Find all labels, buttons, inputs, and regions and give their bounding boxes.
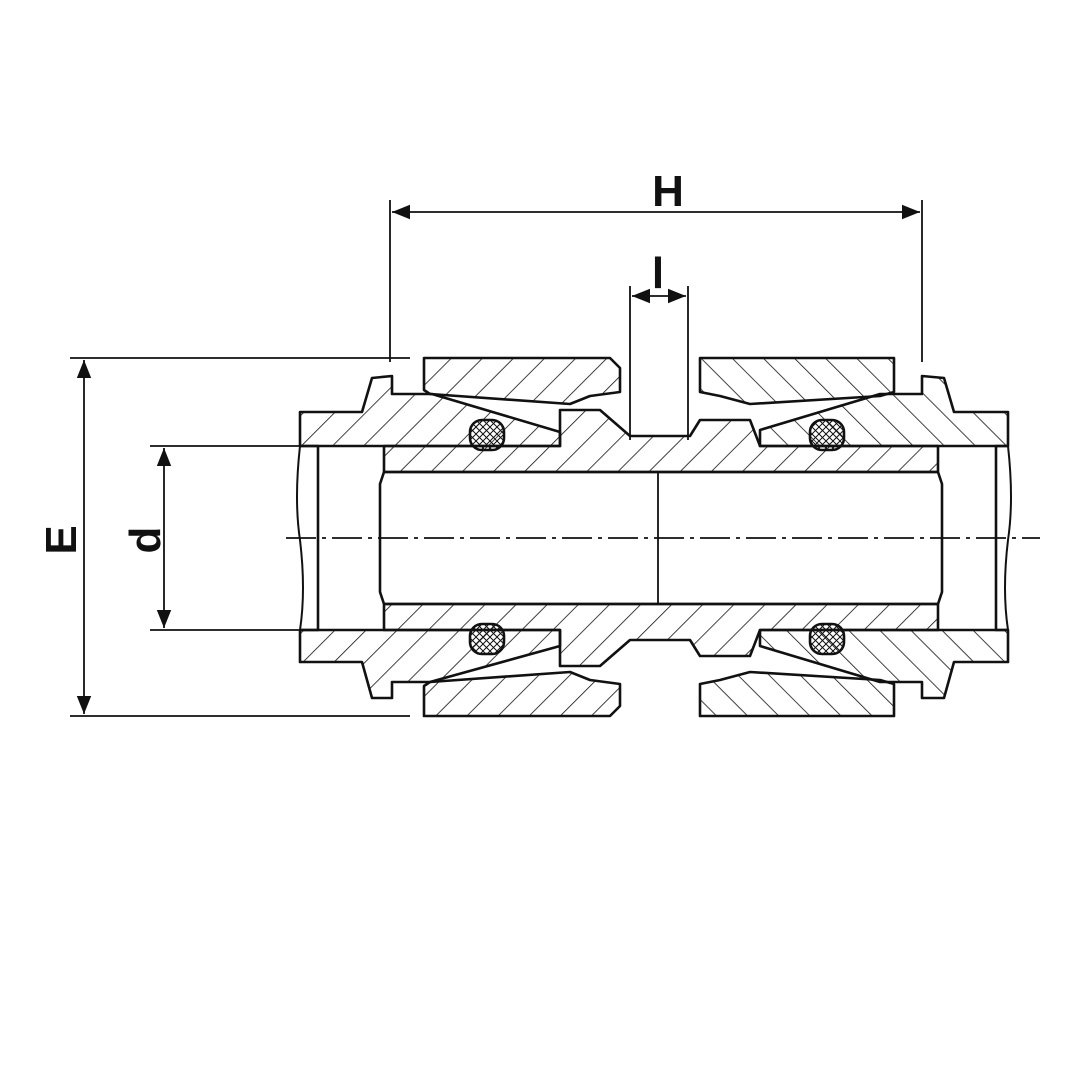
dimension-h <box>389 200 923 362</box>
dimension-d <box>150 445 304 631</box>
o-ring-right-bottom <box>808 622 846 656</box>
center-sleeve-bottom <box>382 602 940 668</box>
o-ring-right-top <box>808 418 846 452</box>
label-d: d <box>121 527 170 554</box>
label-l: l <box>652 249 664 298</box>
right-union-nut-bottom <box>698 670 896 718</box>
left-union-nut-bottom <box>422 670 622 718</box>
label-e: E <box>37 525 86 554</box>
left-union-nut-top <box>422 356 622 406</box>
right-union-nut-top <box>698 356 896 406</box>
o-ring-left-bottom <box>468 622 506 656</box>
o-ring-left-top <box>468 418 506 452</box>
label-h: H <box>652 167 684 216</box>
dimension-l <box>629 286 689 440</box>
dimension-e <box>70 357 410 717</box>
